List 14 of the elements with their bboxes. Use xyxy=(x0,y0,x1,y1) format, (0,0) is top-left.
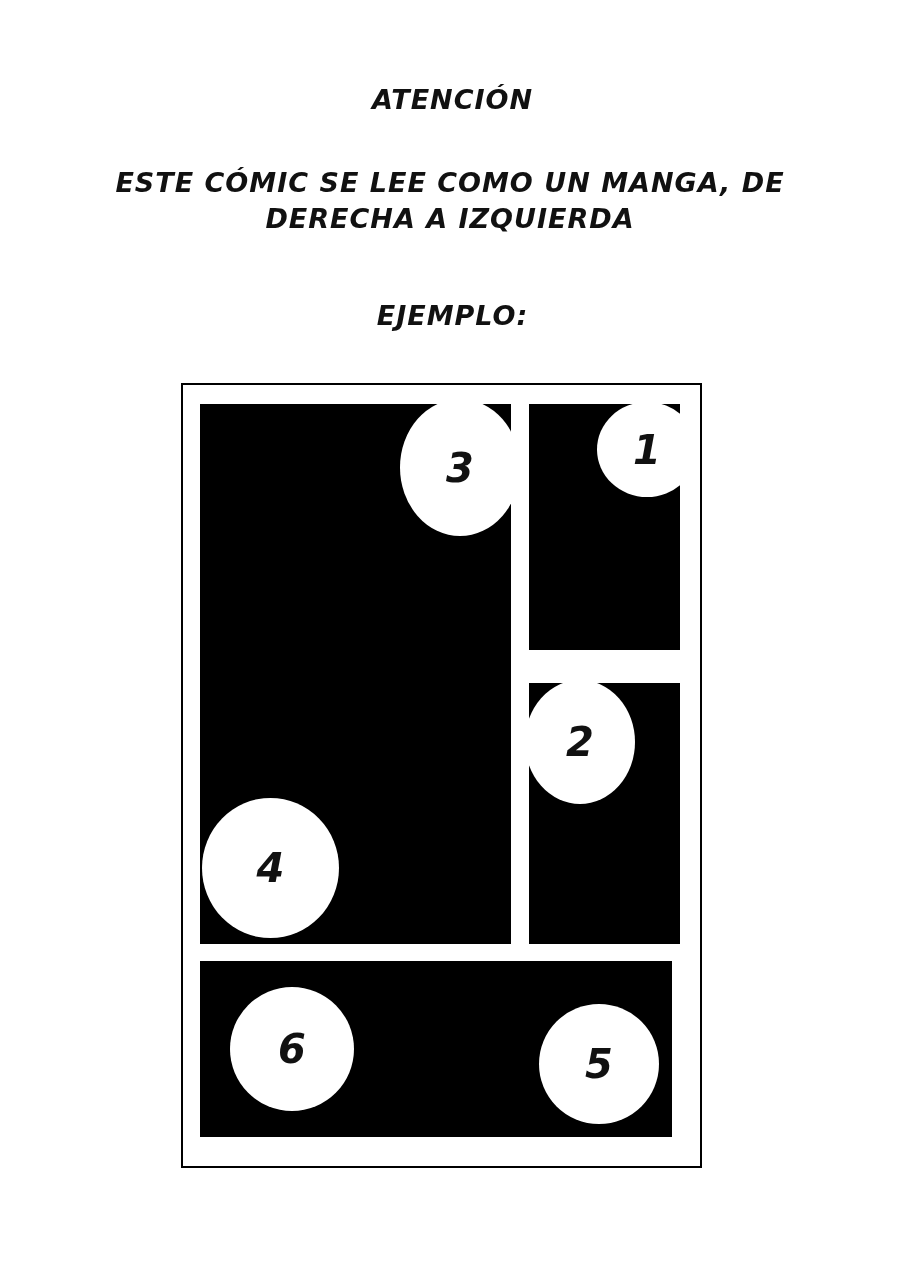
panel-number: 1 xyxy=(633,426,661,473)
comic-panel xyxy=(529,404,680,650)
comic-panel xyxy=(200,961,672,1137)
panel-number: 6 xyxy=(278,1026,306,1072)
panel-number: 4 xyxy=(256,845,285,891)
notice-text: ESTE CÓMIC SE LEE COMO UN MANGA, DE DERECHA A IZQUIERDA xyxy=(114,166,786,237)
heading: ATENCIÓN xyxy=(369,83,535,117)
panel-number: 5 xyxy=(585,1041,613,1087)
comic-panel xyxy=(529,683,680,944)
panel-number: 2 xyxy=(566,719,594,765)
page-frame xyxy=(181,383,702,1168)
panel-number: 3 xyxy=(446,444,474,491)
comic-panel xyxy=(200,404,511,944)
example-label: EJEMPLO: xyxy=(375,299,530,333)
